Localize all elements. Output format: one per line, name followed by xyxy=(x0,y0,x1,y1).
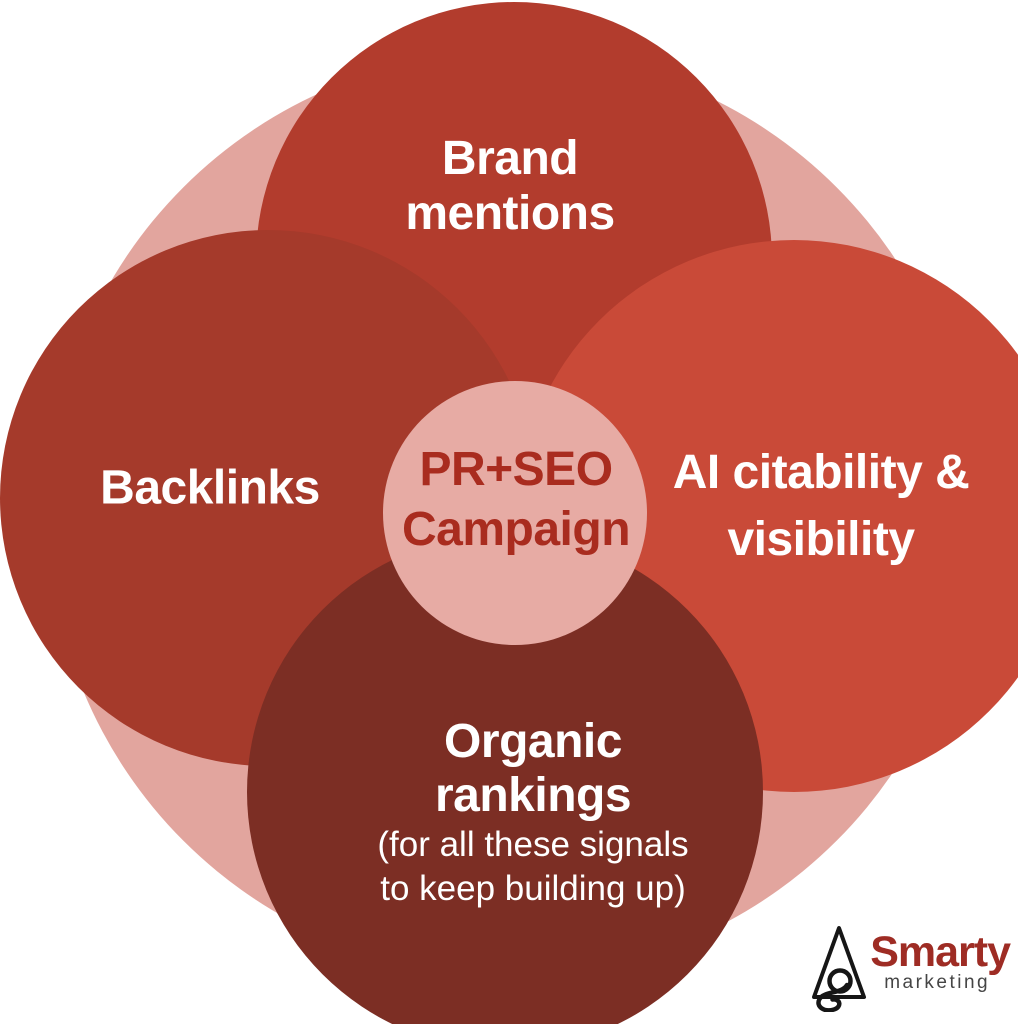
smarty-logo-subtitle: marketing xyxy=(884,972,991,993)
ai-citability-line-2: visibility xyxy=(727,513,915,566)
organic-rankings-caption-1: (for all these signals xyxy=(377,825,689,864)
organic-rankings-line-2: rankings xyxy=(434,769,632,822)
smarty-logo-icon xyxy=(812,926,867,1012)
pr-seo-line-1: PR+SEO xyxy=(419,443,613,496)
smarty-logo-brand: Smarty xyxy=(870,928,1011,976)
ai-citability-label: AI citability & visibility xyxy=(673,439,970,573)
organic-rankings-label: Organic rankings (for all these signals … xyxy=(377,715,688,911)
brand-mentions-line-1: Brand xyxy=(441,132,579,185)
pr-seo-campaign-circle xyxy=(383,381,647,645)
smarty-logo-text: Smarty marketing xyxy=(870,928,1011,993)
brand-mentions-line-2: mentions xyxy=(405,187,615,240)
brand-mentions-label: Brand mentions xyxy=(405,131,615,241)
organic-rankings-caption-2: to keep building up) xyxy=(380,869,686,908)
pr-seo-campaign-label: PR+SEO Campaign xyxy=(401,440,631,560)
organic-rankings-line-1: Organic xyxy=(444,715,622,768)
pr-seo-line-2: Campaign xyxy=(401,503,631,556)
ai-citability-line-1: AI citability & xyxy=(672,446,970,499)
backlinks-label: Backlinks xyxy=(100,461,320,515)
smarty-marketing-logo: Smarty marketing xyxy=(810,924,1011,1012)
